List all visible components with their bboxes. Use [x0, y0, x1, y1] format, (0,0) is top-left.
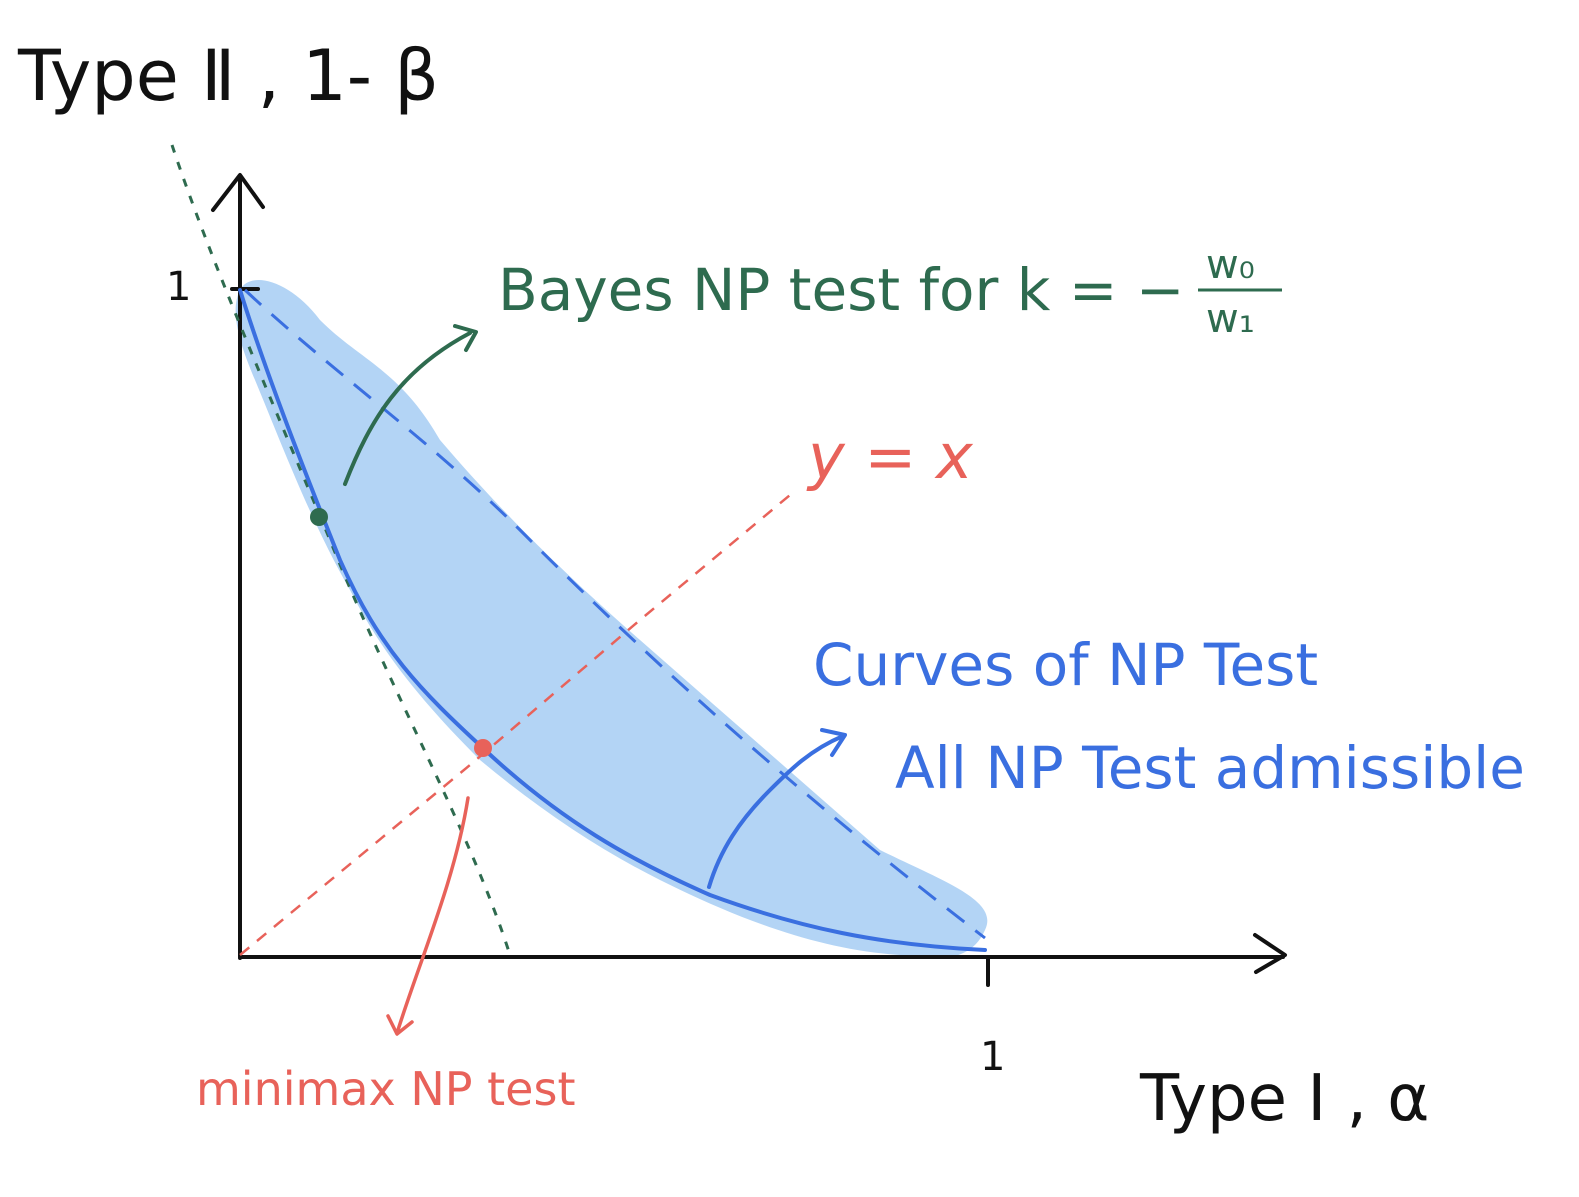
- bayes-frac-denominator: w₁: [1206, 296, 1255, 342]
- identity-line: [239, 494, 791, 956]
- x-axis-arrowhead: [1253, 933, 1287, 974]
- bayes-label-text: Bayes NP test for k = −: [498, 256, 1184, 324]
- y-axis-title: Type Ⅱ , 1- β: [17, 35, 439, 117]
- x-axis-title: Type Ⅰ , α: [1139, 1062, 1429, 1136]
- admissible-pointer-arrow: [707, 728, 847, 889]
- np-test-region: [235, 280, 988, 959]
- y-axis-arrowhead: [211, 173, 265, 212]
- bayes-test-point: [310, 508, 328, 526]
- curves-label: Curves of NP Test: [813, 631, 1318, 699]
- minimax-pointer-arrow: [386, 796, 470, 1036]
- y-tick-label-one: 1: [166, 264, 191, 310]
- minimax-label: minimax NP test: [196, 1062, 575, 1116]
- minimax-test-point: [474, 739, 492, 757]
- axes: [211, 173, 1287, 987]
- identity-line-label: y = x: [806, 420, 974, 493]
- bayes-frac-numerator: w₀: [1206, 242, 1255, 288]
- bayes-label: Bayes NP test for k = − w₀ w₁: [498, 242, 1282, 342]
- bayes-tangent-line: [170, 144, 512, 956]
- bayes-pointer-arrow: [343, 324, 478, 486]
- np-curve-upper-dashed: [243, 288, 986, 940]
- admissible-label: All NP Test admissible: [895, 734, 1525, 802]
- x-tick-label-one: 1: [980, 1034, 1005, 1080]
